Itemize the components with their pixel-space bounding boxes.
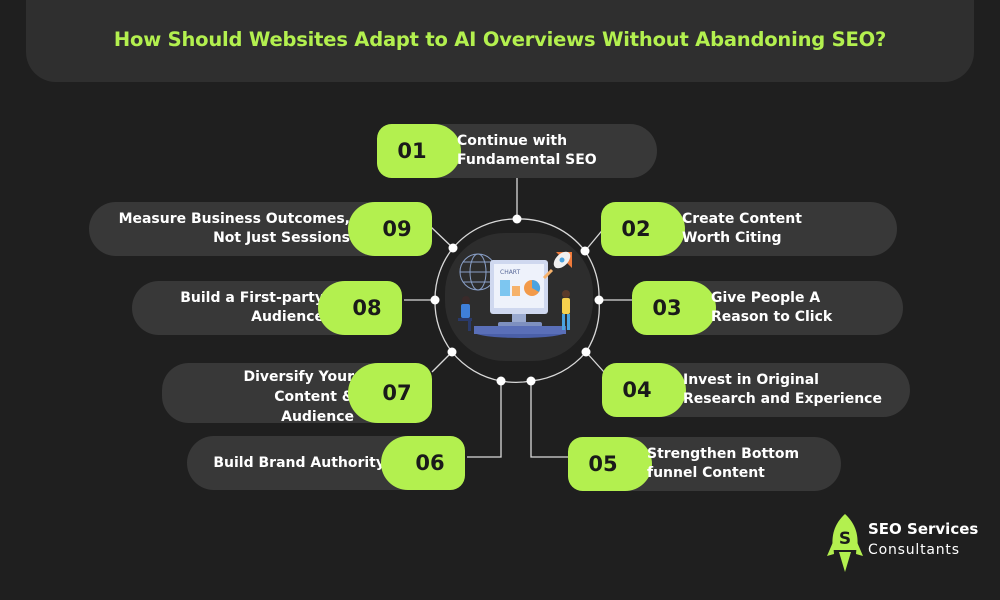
ring-dot-upper-right	[580, 246, 590, 256]
step-label: Measure Business Outcomes,Not Just Sessi…	[118, 211, 350, 246]
step-number: 09	[348, 202, 432, 256]
brand-logo: S SEO Services Consultants	[826, 512, 986, 578]
step-number: 06	[381, 436, 465, 490]
ring-dot-top	[512, 214, 522, 224]
step-label: Build Brand Authority	[213, 454, 385, 471]
ring-dot-left	[430, 295, 440, 305]
ring-dot-upper-left	[448, 243, 458, 253]
step-number: 02	[601, 202, 685, 256]
logo-line1: SEO Services	[868, 520, 979, 538]
step-number: 01	[377, 124, 461, 178]
ring-dot-right	[594, 295, 604, 305]
ring-dot-lower-right	[581, 347, 591, 357]
ring-dot-lower-left	[447, 347, 457, 357]
step-number: 08	[318, 281, 402, 335]
page-title: How Should Websites Adapt to AI Overview…	[113, 28, 887, 51]
computer-illustration: CHART	[458, 251, 572, 338]
logo-line2: Consultants	[868, 542, 960, 558]
step-09: Measure Business Outcomes,Not Just Sessi…	[89, 202, 432, 256]
step-number: 05	[568, 437, 652, 491]
title-bar: How Should Websites Adapt to AI Overview…	[26, 0, 974, 82]
svg-text:CHART: CHART	[500, 269, 521, 276]
svg-text:S: S	[839, 529, 851, 549]
step-number: 04	[602, 363, 686, 417]
step-06: Build Brand Authority 06	[187, 436, 465, 490]
ring-dot-bottom-left	[496, 376, 506, 386]
step-number: 03	[632, 281, 716, 335]
rocket-s-icon: S	[827, 514, 863, 572]
step-number: 07	[348, 363, 432, 423]
ring-dot-bottom-right	[526, 376, 536, 386]
rocket-icon	[542, 251, 572, 280]
